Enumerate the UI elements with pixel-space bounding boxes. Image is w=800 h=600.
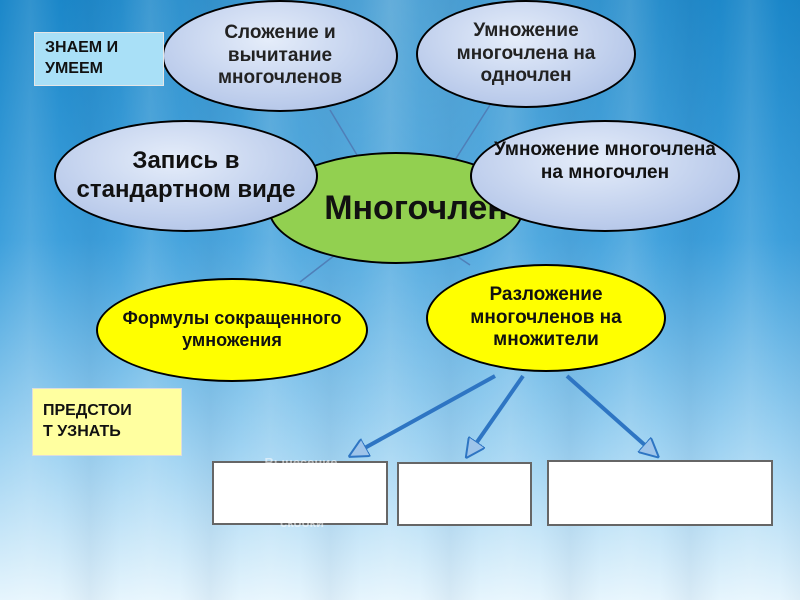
topic-factoring-line-2: многочленов на: [470, 306, 622, 328]
topic-factoring-line-3: множители: [493, 329, 599, 351]
topic-standard-form-line-1: Запись в: [132, 147, 240, 175]
connector-formulas: [299, 254, 336, 283]
ghost-text-bottom: скобки: [279, 515, 325, 530]
topic-add-sub: Сложение и вычитание многочленов: [162, 0, 398, 112]
topic-formulas: Формулы сокращенного умножения: [96, 278, 368, 382]
topic-add-sub-line-1: Сложение и: [224, 21, 336, 43]
topic-mul-mono: Умножение многочлена на одночлен: [416, 0, 636, 108]
arrow-to-box-2: [468, 374, 525, 455]
future-label-line-1: ПРЕДСТОИ: [43, 402, 132, 420]
topic-add-sub-line-2: вычитание: [227, 44, 333, 66]
topic-mul-poly: Умножение многочлена на многочлен: [470, 120, 740, 232]
future-label: ПРЕДСТОИ Т УЗНАТЬ: [32, 388, 182, 456]
topic-factoring: Разложение многочленов на множители: [426, 264, 666, 372]
answer-box-1: [212, 461, 388, 525]
topic-formulas-line-1: Формулы сокращенного: [122, 308, 342, 329]
topic-mul-poly-line-1: Умножение многочлена: [494, 139, 716, 161]
future-label-line-2: Т УЗНАТЬ: [43, 423, 121, 440]
topic-mul-mono-line-2: многочлена на: [456, 42, 596, 64]
topic-mul-poly-line-2: на многочлен: [540, 162, 670, 183]
known-label: ЗНАЕМ И УМЕЕМ: [34, 32, 164, 86]
topic-standard-form: Запись в стандартном виде: [54, 120, 318, 232]
connector-add-sub: [329, 109, 361, 161]
topic-standard-form-line-2: стандартном виде: [76, 176, 296, 203]
arrow-to-box-3: [565, 374, 656, 455]
connector-mul-mono: [454, 104, 491, 161]
answer-box-2: [397, 462, 532, 526]
known-label-line-1: ЗНАЕМ И: [45, 39, 119, 57]
topic-factoring-line-1: Разложение: [489, 283, 603, 305]
topic-add-sub-line-3: многочленов: [217, 67, 343, 89]
ghost-text-top: Вынесение: [264, 455, 338, 470]
arrow-to-box-1: [352, 374, 496, 455]
known-label-line-2: УМЕЕМ: [45, 60, 103, 77]
topic-mul-mono-line-3: одночлен: [480, 65, 572, 87]
answer-box-3: [547, 460, 773, 526]
topic-formulas-line-2: умножения: [182, 330, 282, 350]
topic-mul-mono-line-1: Умножение: [473, 19, 579, 41]
